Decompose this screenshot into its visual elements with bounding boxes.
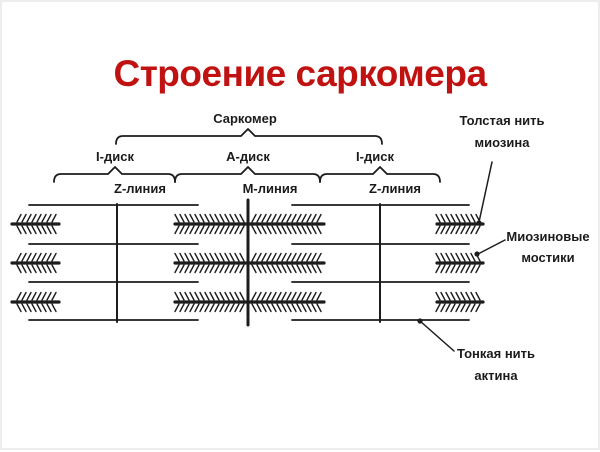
label-i-disk-right: I-диск — [356, 149, 394, 164]
annotation-thin-filament-line2: актина — [474, 368, 518, 383]
annotation-thick-filament: Толстая нить миозина — [459, 110, 544, 154]
label-z-line-left: Z-линия — [114, 181, 166, 196]
slide-title: Строение саркомера — [113, 52, 487, 94]
annotation-myosin-bridges: Миозиновые мостики — [506, 226, 589, 268]
annotation-myosin-bridges-line1: Миозиновые — [506, 229, 590, 244]
label-z-line-right: Z-линия — [369, 181, 421, 196]
annotation-thick-filament-line2: миозина — [474, 135, 530, 150]
annotation-thin-filament: Тонкая нить актина — [457, 343, 535, 387]
annotation-thick-filament-line1: Толстая нить — [459, 113, 545, 128]
label-m-line: М-линия — [242, 181, 298, 196]
label-a-disk: А-диск — [226, 149, 270, 164]
annotation-thin-filament-line1: Тонкая нить — [456, 346, 536, 361]
label-sarcomere: Саркомер — [213, 111, 277, 126]
annotation-myosin-bridges-line2: мостики — [521, 250, 575, 265]
label-i-disk-left: I-диск — [96, 149, 134, 164]
